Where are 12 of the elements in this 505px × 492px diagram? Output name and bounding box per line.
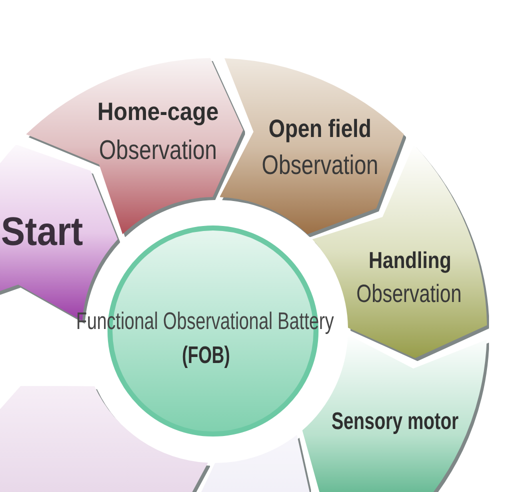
start-label: Start: [1, 209, 84, 255]
step-title: Home-cage: [96, 98, 218, 127]
step-title: Open field: [268, 115, 372, 144]
step-title: Sensory motor: [331, 408, 459, 436]
center-abbreviation: (FOB): [182, 342, 230, 370]
step-subtitle: Observation: [262, 150, 378, 182]
chevron-segment: [220, 58, 406, 237]
step-subtitle: Observation: [98, 135, 216, 166]
chevron-segment: [302, 335, 489, 492]
step-title: Handling: [368, 247, 452, 274]
step-subtitle: Observation: [356, 280, 462, 309]
center-title: Functional Observational Battery: [76, 308, 334, 336]
